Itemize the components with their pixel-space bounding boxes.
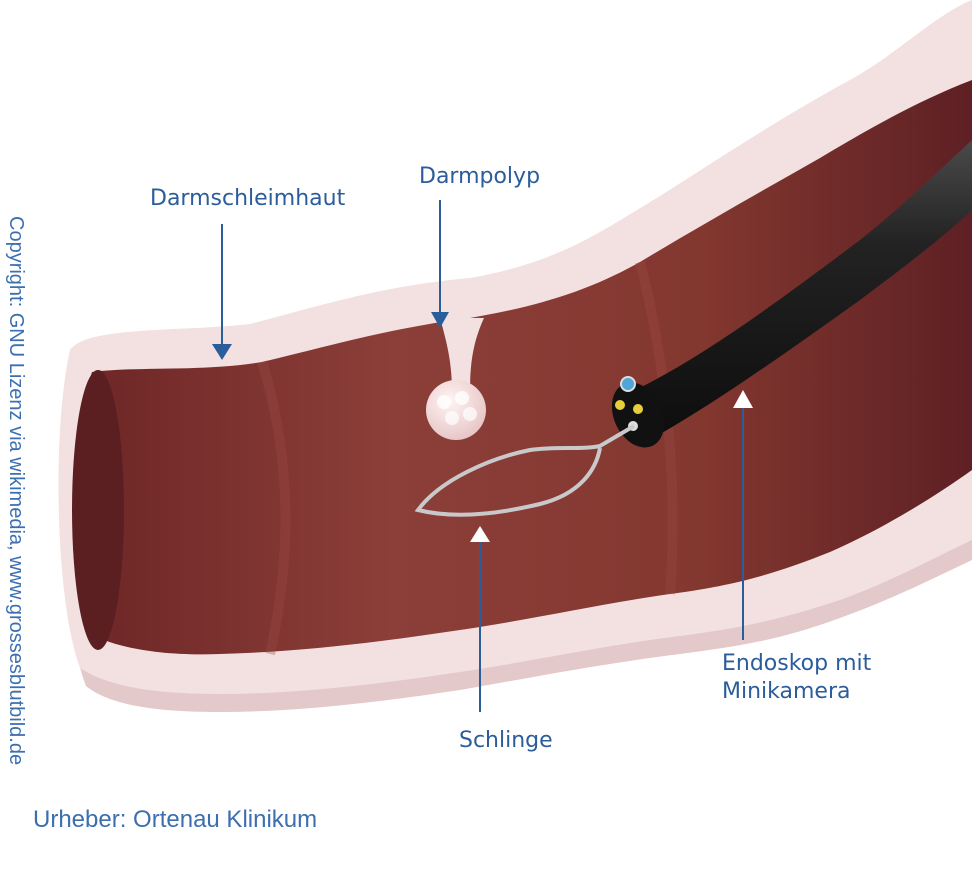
arrowhead-darmschleimhaut bbox=[212, 344, 232, 360]
credit-copyright: Copyright: GNU Lizenz via wikimedia, www… bbox=[5, 216, 27, 766]
label-endoskop-line1: Endoskop mit bbox=[722, 651, 872, 676]
intestine-opening bbox=[72, 370, 124, 650]
camera-lens bbox=[620, 376, 636, 392]
arrowhead-schlinge bbox=[470, 526, 490, 542]
label-schlinge: Schlinge bbox=[459, 728, 553, 753]
label-darmpolyp: Darmpolyp bbox=[419, 164, 541, 189]
arrowhead-endoskop bbox=[733, 390, 753, 408]
endoscope-tube bbox=[625, 140, 972, 440]
arrowhead-darmpolyp bbox=[431, 312, 449, 328]
credit-urheber: Urheber: Ortenau Klinikum bbox=[33, 806, 318, 833]
label-endoskop-line2: Minikamera bbox=[722, 678, 851, 704]
polyp-head bbox=[426, 380, 486, 440]
label-endoskop: Endoskop mit Minikamera bbox=[722, 650, 871, 705]
fold-highlight bbox=[257, 360, 291, 656]
snare-wire bbox=[414, 424, 636, 517]
polyp-stalk bbox=[440, 318, 484, 392]
intestine-lumen bbox=[81, 80, 972, 655]
label-darmschleimhaut: Darmschleimhaut bbox=[150, 186, 346, 211]
